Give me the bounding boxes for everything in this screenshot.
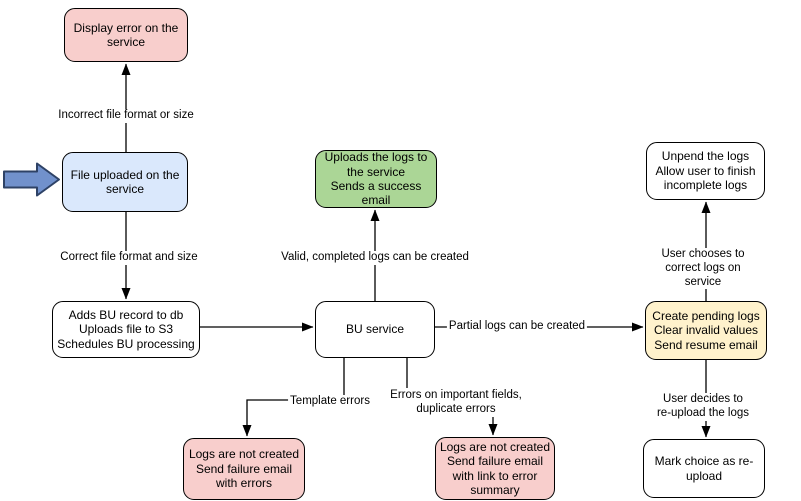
edge-label-template-errors: Template errors (288, 395, 372, 409)
edge-label-important-fields: Errors on important fields, duplicate er… (388, 389, 524, 417)
entry-arrow-icon (3, 162, 60, 197)
edge-label-valid-completed: Valid, completed logs can be created (279, 251, 471, 265)
node-display-error: Display error on the service (64, 8, 188, 62)
node-create-pending-logs: Create pending logs Clear invalid values… (645, 301, 767, 360)
node-logs-not-created-fields: Logs are not created Send failure email … (435, 437, 555, 500)
node-bu-service: BU service (315, 301, 435, 358)
node-logs-not-created-template: Logs are not created Send failure email … (183, 438, 305, 500)
edge-label-user-decides: User decides to re-upload the logs (654, 393, 752, 421)
edge-label-incorrect-file: Incorrect file format or size (56, 109, 196, 123)
node-mark-reupload: Mark choice as re- upload (643, 439, 765, 498)
node-unpend-logs: Unpend the logs Allow user to finish inc… (646, 142, 765, 200)
edge-label-partial-logs: Partial logs can be created (446, 320, 588, 334)
edge-label-user-chooses: User chooses to correct logs on service (654, 248, 752, 290)
edge-label-correct-file: Correct file format and size (58, 251, 200, 265)
node-file-uploaded: File uploaded on the service (62, 152, 188, 212)
node-adds-bu-record: Adds BU record to db Uploads file to S3 … (52, 301, 200, 358)
node-uploads-logs-success: Uploads the logs to the service Sends a … (315, 150, 437, 208)
